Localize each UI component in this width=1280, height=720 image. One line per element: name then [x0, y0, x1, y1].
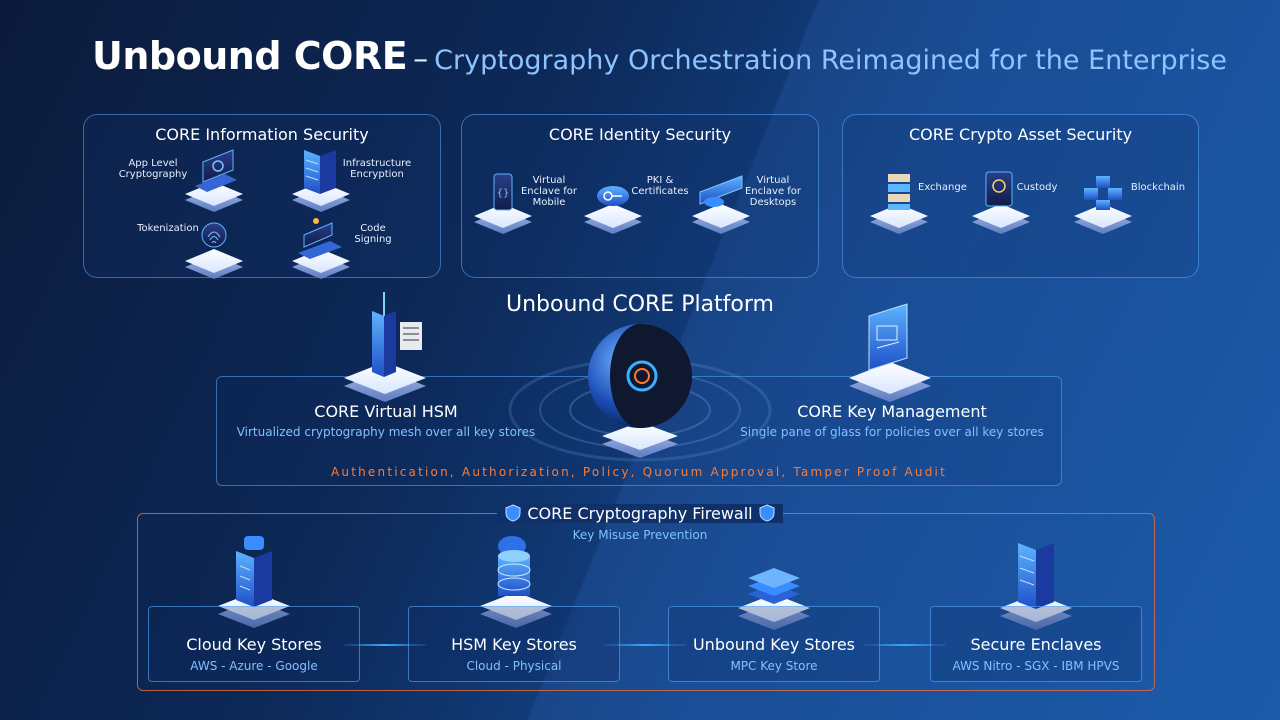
- stack-icon: [738, 568, 810, 630]
- virtual-hsm-desc: Virtualized cryptography mesh over all k…: [236, 425, 536, 439]
- hsm-tower-icon: [344, 292, 426, 402]
- svg-text:{}: {}: [497, 188, 510, 199]
- panel-title: CORE Crypto Asset Security: [908, 125, 1133, 144]
- label-custody: Custody: [1016, 182, 1058, 193]
- label-blockchain: Blockchain: [1130, 182, 1186, 193]
- platform-features: Authentication, Authorization, Policy, Q…: [331, 465, 947, 479]
- blockchain-icon: [1074, 176, 1132, 234]
- exchange-icon: [870, 174, 928, 234]
- panel-information-security: CORE Information Security: [83, 114, 441, 278]
- connector-line: [604, 644, 686, 646]
- label-exchange: Exchange: [918, 182, 967, 193]
- shield-icon: [505, 504, 521, 522]
- key-management-name: CORE Key Management: [797, 402, 987, 421]
- label-virtual-enclave-mobile: Virtual Enclave for Mobile: [520, 175, 578, 208]
- store-detail: AWS - Azure - Google: [190, 659, 318, 673]
- cloud-key-icon: [584, 186, 642, 234]
- label-virtual-enclave-desktops: Virtual Enclave for Desktops: [744, 175, 802, 208]
- store-secure-enclaves: Secure Enclaves AWS Nitro - SGX - IBM HP…: [930, 606, 1142, 682]
- server-rack-icon: [292, 150, 350, 212]
- store-hsm-key-stores: HSM Key Stores Cloud - Physical: [408, 606, 620, 682]
- enclave-server-icon: [1000, 543, 1072, 630]
- custody-icon: [972, 171, 1030, 234]
- desktop-icon: [692, 175, 750, 234]
- label-infrastructure-encryption: Infrastructure Encryption: [342, 158, 412, 180]
- firewall-title: CORE Cryptography Firewall: [527, 504, 753, 523]
- fingerprint-icon: [185, 222, 243, 279]
- panel-identity-security: CORE Identity Security: [461, 114, 819, 278]
- connector-line: [864, 644, 946, 646]
- store-name: HSM Key Stores: [451, 635, 577, 654]
- store-detail: MPC Key Store: [730, 659, 818, 673]
- title-subtitle: Cryptography Orchestration Reimagined fo…: [434, 45, 1227, 76]
- firewall-subtitle: Key Misuse Prevention: [572, 528, 708, 542]
- store-name: Cloud Key Stores: [186, 635, 322, 654]
- cloud-server-icon: [218, 536, 290, 628]
- platform-title: Unbound CORE Platform: [506, 292, 774, 317]
- store-detail: AWS Nitro - SGX - IBM HPVS: [952, 659, 1120, 673]
- title-dash: –: [413, 42, 429, 77]
- label-app-level-cryptography: App Level Cryptography: [118, 158, 188, 180]
- laptop-icon: [185, 149, 243, 212]
- firewall-title-row: CORE Cryptography Firewall: [0, 504, 1280, 523]
- certificate-icon: [292, 218, 350, 279]
- panel-title: CORE Identity Security: [548, 125, 732, 144]
- key-management-icon: [849, 303, 931, 402]
- virtual-hsm-name: CORE Virtual HSM: [314, 402, 458, 421]
- label-tokenization: Tokenization: [137, 223, 199, 234]
- store-unbound-key-stores: Unbound Key Stores MPC Key Store: [668, 606, 880, 682]
- label-pki-certificates: PKI & Certificates: [631, 175, 689, 197]
- panel-title: CORE Information Security: [155, 125, 369, 144]
- globe-icon: [588, 324, 692, 458]
- phone-icon: {}: [474, 173, 532, 234]
- key-management-desc: Single pane of glass for policies over a…: [740, 425, 1044, 439]
- connector-line: [344, 644, 426, 646]
- store-name: Unbound Key Stores: [692, 635, 856, 654]
- store-cloud-key-stores: Cloud Key Stores AWS - Azure - Google: [148, 606, 360, 682]
- label-code-signing: Code Signing: [354, 223, 392, 245]
- store-detail: Cloud - Physical: [466, 659, 562, 673]
- shield-icon: [759, 504, 775, 522]
- page-title: Unbound CORE–Cryptography Orchestration …: [92, 34, 1227, 78]
- title-main: Unbound CORE: [92, 34, 408, 78]
- store-name: Secure Enclaves: [970, 635, 1102, 654]
